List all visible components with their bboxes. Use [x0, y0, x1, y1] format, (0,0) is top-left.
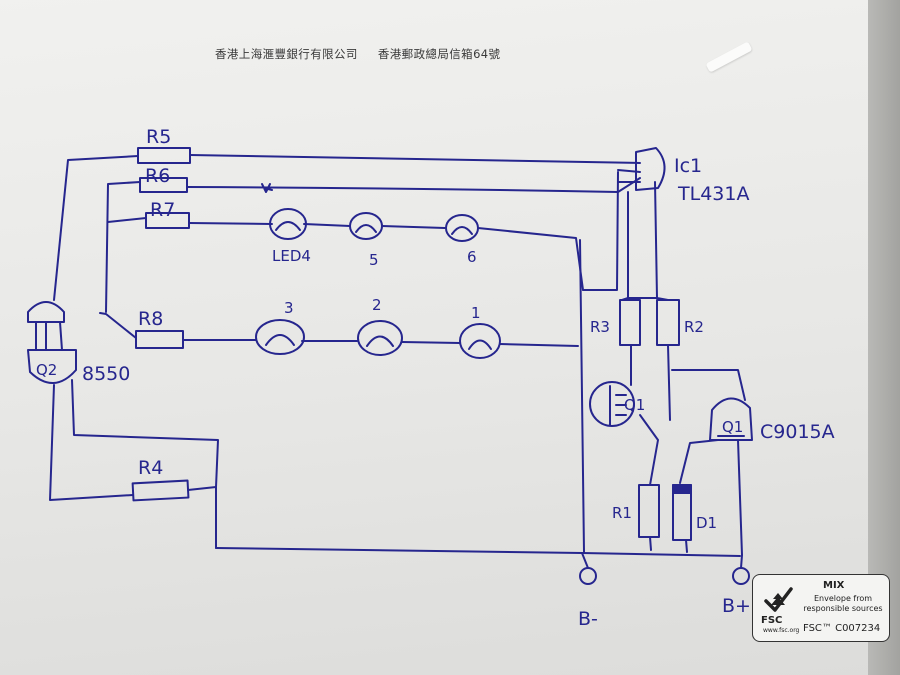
fsc-code: FSC™ C007234: [803, 623, 881, 634]
label-d1: D1: [696, 514, 717, 532]
wire-r6-left: [105, 181, 141, 313]
wire-q1left-r1: [639, 414, 659, 486]
label-q1-left: Q1: [624, 396, 645, 414]
wire-r7-leds: [188, 222, 584, 291]
labels: R5 R6 R7 R8 R4 R3 R2 R1 LED4 5 6 3 2 1 I…: [36, 126, 835, 630]
led-5: [349, 212, 383, 240]
resistor-r3-body: [619, 299, 641, 346]
label-q1-right: Q1: [722, 418, 743, 436]
label-r1: R1: [612, 504, 632, 522]
label-ic-part: TL431A: [677, 183, 749, 205]
led-1: [459, 323, 501, 359]
wire-r4-right: [187, 486, 217, 549]
ic-tl431a: [617, 147, 666, 191]
label-q1-part: C9015A: [760, 421, 835, 443]
resistor-r5-body: [137, 147, 191, 164]
label-r7: R7: [150, 199, 175, 221]
fsc-url: www.fsc.org: [763, 627, 800, 634]
printed-header: 香港上海滙豐銀行有限公司 香港郵政總局信箱64號: [215, 46, 500, 62]
diode-d1: [672, 484, 692, 541]
led-6: [445, 214, 479, 242]
resistor-r4-body: [131, 479, 190, 502]
terminal-bminus: [579, 567, 597, 585]
wire-q1right-top: [671, 369, 746, 401]
label-led1: 1: [471, 304, 481, 322]
resistor-r2-body: [656, 299, 680, 346]
fsc-tree-checkmark-icon: [764, 587, 793, 612]
label-ic-ref: Ic1: [674, 155, 702, 177]
wire-r1-down: [649, 536, 652, 551]
wire-bminus-lead: [581, 552, 589, 569]
wire-left-to-r4rail: [71, 379, 219, 488]
wires: [49, 154, 746, 569]
wire-left-vertical: [53, 155, 139, 301]
wire-q1right-bplus: [737, 439, 743, 569]
label-r4: R4: [138, 457, 163, 479]
resistor-r1-body: [638, 484, 660, 538]
active-devices: [27, 147, 753, 541]
wire-r2-down: [667, 344, 671, 421]
ink-mark: [261, 183, 273, 193]
label-q2-ref: Q2: [36, 361, 57, 379]
wire-d1-down: [685, 539, 688, 553]
label-led4: LED4: [272, 247, 311, 265]
label-r8: R8: [138, 308, 163, 330]
wire-right-vertical: [579, 239, 585, 553]
label-r5: R5: [146, 126, 171, 148]
resistor-r6-body: [139, 177, 188, 193]
label-led5: 5: [369, 251, 379, 269]
wire-r6-ic: [186, 177, 641, 193]
fsc-line-1: Envelope from: [813, 594, 873, 603]
wire-ic-down: [582, 171, 669, 301]
fsc-label: FSC www.fsc.org MIX Envelope from respon…: [752, 574, 890, 642]
header-address: 香港郵政總局信箱64號: [377, 47, 501, 61]
led-2: [357, 320, 403, 356]
leds: [255, 208, 501, 359]
label-led3: 3: [284, 299, 294, 317]
table-edge: [868, 0, 900, 675]
transistor-q1-right: [709, 397, 753, 441]
label-led6: 6: [467, 248, 477, 266]
resistor-r7-body: [145, 212, 190, 229]
wire-q1right-d1: [679, 439, 719, 484]
wire-r8-left: [99, 312, 137, 339]
fsc-brand-text: FSC: [761, 615, 783, 626]
resistors: [131, 147, 680, 538]
fsc-line-2: responsible sources: [803, 603, 883, 613]
header-company: 香港上海滙豐銀行有限公司: [215, 47, 358, 61]
label-led2: 2: [372, 296, 382, 314]
label-bplus: B+: [722, 595, 751, 617]
wire-r7-left: [107, 217, 147, 223]
label-r2: R2: [684, 318, 704, 336]
terminal-bplus: [732, 567, 750, 585]
resistor-r8-body: [135, 330, 184, 349]
wire-r5-ic: [189, 154, 641, 164]
transistor-q1-left: [589, 381, 635, 427]
led-4: [269, 208, 307, 240]
label-bminus: B-: [578, 608, 598, 630]
fsc-description: Envelope from responsible sources: [801, 594, 885, 613]
label-q2-part: 8550: [82, 363, 130, 385]
transistor-q2: [27, 301, 77, 384]
label-r6: R6: [145, 165, 170, 187]
led-3: [255, 319, 305, 355]
wire-r8-leds: [182, 339, 579, 347]
wire-q2-r4: [49, 384, 134, 501]
terminals: [579, 567, 750, 585]
fsc-mix: MIX: [823, 580, 845, 591]
wire-bottom-rail: [215, 547, 741, 557]
label-r3: R3: [590, 318, 610, 336]
